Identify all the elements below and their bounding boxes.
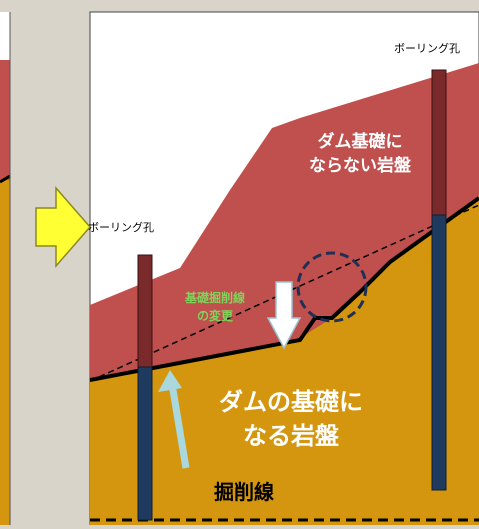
- foundation-rock-line-2: なる岩盤: [243, 422, 339, 450]
- boring-hole-left-label: ボーリング孔: [88, 221, 154, 234]
- boring-hole-right-lower: [431, 214, 447, 491]
- non-foundation-rock-line-1: ダム基礎に: [317, 132, 403, 152]
- foundation-rock-layer: [90, 196, 479, 525]
- boring-hole-left-upper: [137, 254, 153, 368]
- excavation-line-label: 掘削線: [214, 480, 274, 504]
- foundation-change-label: 基礎掘削線 の変更: [160, 289, 270, 325]
- boring-hole-right-label: ボーリング孔: [394, 42, 460, 55]
- left-panel-lower-rock: [0, 180, 10, 525]
- yellow-arrow-icon: [35, 185, 91, 269]
- excavation-line: [89, 196, 479, 382]
- pointer-arrow-shaft: [168, 383, 190, 469]
- highlight-circle: [296, 251, 368, 323]
- non-foundation-rock-label: ダム基礎に ならない岩盤: [300, 130, 420, 178]
- left-panel-line: [0, 174, 11, 184]
- foundation-rock-label: ダムの基礎に なる岩盤: [186, 385, 396, 453]
- foundation-rock-line-1: ダムの基礎に: [219, 388, 363, 416]
- foundation-change-line-2: の変更: [196, 309, 233, 323]
- non-foundation-rock-line-2: ならない岩盤: [309, 156, 411, 176]
- foundation-change-line-1: 基礎掘削線: [184, 291, 245, 305]
- pointer-arrow-head: [158, 370, 182, 392]
- left-panel-upper-rock: [0, 60, 10, 260]
- boring-hole-left-lower: [137, 366, 153, 521]
- down-arrow-icon: [266, 281, 302, 350]
- boring-hole-right-upper: [431, 69, 447, 216]
